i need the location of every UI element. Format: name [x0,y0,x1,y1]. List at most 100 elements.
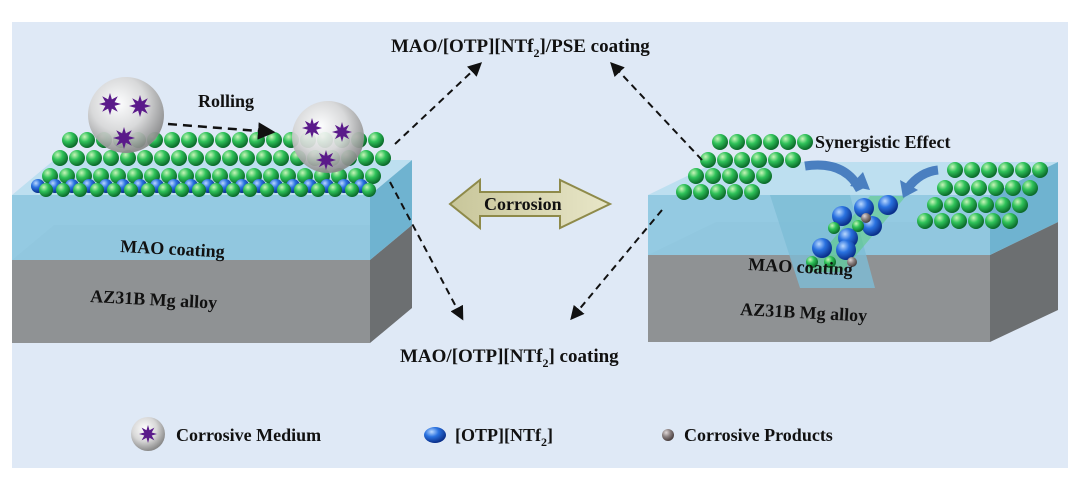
green-sphere [751,152,767,168]
green-sphere [39,183,53,197]
corrosive-product [847,257,857,267]
green-sphere [226,183,240,197]
legend-medium-icon [131,417,165,451]
synergy-arrow-right [904,165,939,191]
green-sphere [988,180,1004,196]
green-sphere [763,134,779,150]
green-sphere [746,134,762,150]
green-sphere [175,183,189,197]
green-sphere [971,180,987,196]
green-sphere [192,183,206,197]
green-sphere [345,183,359,197]
green-sphere [797,134,813,150]
corrosive-product [861,213,871,223]
green-sphere [79,132,95,148]
arrow-to-top-coating [394,62,483,145]
green-sphere [1015,162,1031,178]
corrosive-ion-star [129,95,151,117]
green-sphere [141,183,155,197]
green-sphere [188,150,204,166]
arrow-to-bottom-coating [389,181,464,321]
green-sphere [239,150,255,166]
green-sphere [978,197,994,213]
green-sphere [375,150,391,166]
green-sphere [273,150,289,166]
corrosive-droplet-right [292,101,364,173]
green-sphere [1022,180,1038,196]
green-sphere [927,197,943,213]
green-sphere [249,132,265,148]
corrosive-ion-star [99,93,121,115]
green-sphere [124,183,138,197]
green-sphere [137,150,153,166]
green-sphere [107,183,121,197]
legend-products-icon [662,429,674,441]
green-sphere [700,152,716,168]
green-sphere [729,134,745,150]
green-sphere [256,150,272,166]
green-sphere [705,168,721,184]
right-alloy-side [990,222,1058,342]
green-sphere [768,152,784,168]
green-sphere [944,197,960,213]
green-sphere [744,184,760,200]
green-sphere [294,183,308,197]
green-sphere [981,162,997,178]
green-sphere [69,150,85,166]
green-sphere [968,213,984,229]
left-coating-front [12,195,370,260]
green-sphere [311,183,325,197]
rolling-label: Rolling [198,91,254,111]
green-sphere [52,150,68,166]
green-sphere [171,150,187,166]
green-sphere [181,132,197,148]
legend-ionic-liquid-label: [OTP][NTf2] [455,425,553,449]
ionic-liquid-sphere [878,195,898,215]
green-sphere [824,256,836,268]
ionic-liquid-sphere [836,240,856,260]
green-sphere [1002,213,1018,229]
green-sphere [717,152,733,168]
rolling-arrow [167,122,276,140]
green-sphere [73,183,87,197]
green-sphere [710,184,726,200]
green-sphere [727,184,743,200]
green-sphere [368,132,384,148]
green-sphere [365,168,381,184]
green-sphere [328,183,342,197]
green-sphere [266,132,282,148]
legend-products-label: Corrosive Products [684,425,833,445]
corrosive-droplet-left [88,77,164,153]
green-sphere [120,150,136,166]
green-sphere [158,183,172,197]
ionic-liquid-sphere [854,198,874,218]
right-block: Synergistic Effect MAO coating AZ31B Mg … [648,132,1058,342]
legend: Corrosive Medium [OTP][NTf2] Corrosive P… [131,417,833,451]
left-alloy-side [370,225,412,343]
green-sphere [937,180,953,196]
green-sphere [722,168,738,184]
green-sphere [62,132,78,148]
green-sphere [995,197,1011,213]
left-coating-side [370,160,412,260]
left-alloy-front [12,260,370,343]
bottom-coating-title: MAO/[OTP][NTf2] coating [400,346,619,370]
green-sphere [964,162,980,178]
ionic-liquid-filling [806,195,898,268]
green-sphere [676,184,692,200]
green-sphere [806,256,818,268]
corrosive-ion-star [113,127,135,149]
corrosion-arrow: Corrosion [448,177,613,231]
green-sphere [1005,180,1021,196]
green-sphere [951,213,967,229]
green-sphere [198,132,214,148]
green-sphere [780,134,796,150]
green-sphere [917,213,933,229]
corrosion-label: Corrosion [484,194,562,214]
green-sphere [1012,197,1028,213]
corrosive-ion-star [139,425,157,443]
right-alloy-front [648,255,990,342]
green-sphere [998,162,1014,178]
green-sphere [739,168,755,184]
